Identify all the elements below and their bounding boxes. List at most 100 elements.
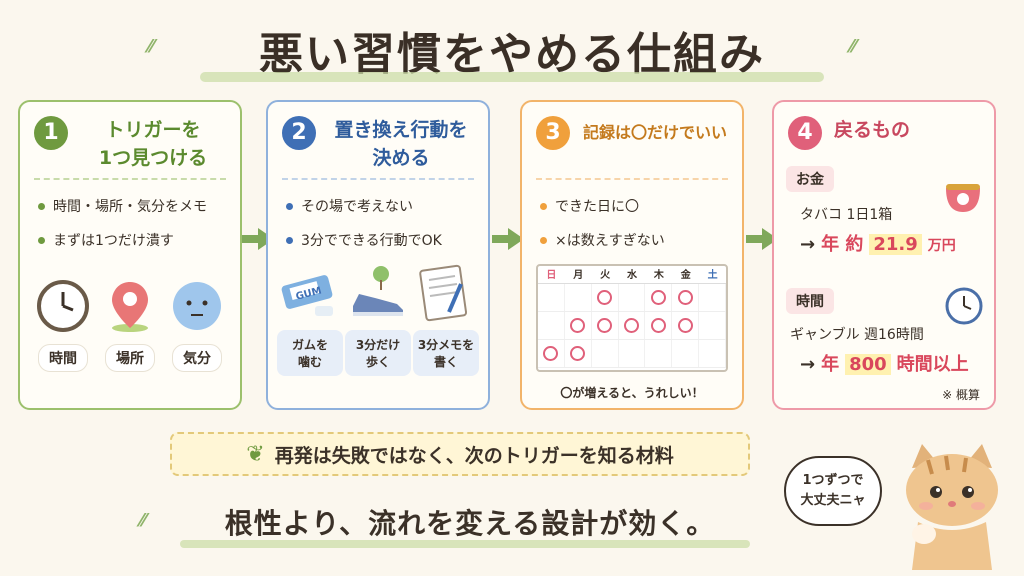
money-result-unit: 万円 <box>927 238 956 254</box>
time-label: 時間 <box>786 288 834 314</box>
calendar: 日 月 火 水 木 金 土 <box>536 264 728 372</box>
calendar-cell <box>538 312 565 339</box>
calendar-row <box>538 312 727 340</box>
money-label: お金 <box>786 166 834 192</box>
calendar-cell <box>672 340 700 367</box>
day-label: 水 <box>627 270 637 281</box>
action-label: 3分だけ 歩く <box>345 330 411 376</box>
sparkle-icon: ⁄⁄ <box>148 36 155 57</box>
bullet-item: まずは1つだけ潰す <box>38 230 230 250</box>
calendar-cell <box>538 340 565 367</box>
time-result-value: 800 <box>845 354 891 375</box>
done-circle-icon <box>597 318 613 333</box>
action-row: GUM ガムを 噛む 3分だけ 歩く 3分メモを 書く <box>277 262 479 376</box>
calendar-row <box>538 340 727 368</box>
sparkle-icon: ⁄⁄ <box>140 510 147 531</box>
card-replace: 2 置き換え行動を 決める その場で考えない 3分でできる行動でOK GUM ガ… <box>266 100 490 410</box>
step-number: 3 <box>536 116 570 150</box>
day-label: 月 <box>573 270 584 281</box>
icon-label: 気分 <box>172 344 222 372</box>
gum-icon: GUM <box>281 275 333 316</box>
divider <box>34 178 226 180</box>
calendar-cell <box>592 340 619 367</box>
done-circle-icon <box>650 318 666 333</box>
title-underline <box>200 72 824 82</box>
card-record: 3 記録は〇だけでいい できた日に〇 ×は数えすぎない 日 月 火 水 木 金 … <box>520 100 744 410</box>
bottom-message: 根性より、流れを変える設計が効く。 <box>224 507 716 540</box>
sneaker-icon <box>353 266 403 316</box>
sprout-icon: ❦ <box>246 441 265 467</box>
done-circle-icon <box>624 318 639 333</box>
clock-icon <box>945 287 983 325</box>
calendar-caption: 〇が増えると、うれしい！ <box>560 386 704 400</box>
money-result: → 年 約 21.9 万円 <box>800 230 956 256</box>
divider <box>536 178 728 180</box>
day-label: 土 <box>707 270 718 281</box>
cat-icon <box>906 444 998 570</box>
card-trigger: 1 トリガーを 1つ見つける 時間・場所・気分をメモ まずは1つだけ潰す 時間 … <box>18 100 242 410</box>
banner: ❦ 再発は失敗ではなく、次のトリガーを知る材料 <box>170 432 750 476</box>
time-result-prefix: 年 <box>821 354 840 375</box>
card-heading: 置き換え行動を 決める <box>334 119 468 169</box>
calendar-cell <box>699 312 727 339</box>
calendar-cell <box>565 340 592 367</box>
time-detail: ギャンブル 週16時間 <box>790 327 924 343</box>
bullet-item: ×は数えすぎない <box>540 230 732 250</box>
step-number: 1 <box>34 116 68 150</box>
coin-purse-icon <box>946 184 980 212</box>
bullet-item: できた日に〇 <box>540 196 732 216</box>
calendar-cell <box>619 340 646 367</box>
money-detail: タバコ 1日1箱 <box>800 207 893 223</box>
card-heading: 戻るもの <box>834 119 911 141</box>
calendar-cell <box>592 312 619 339</box>
calendar-cell <box>619 284 646 311</box>
done-circle-icon <box>677 318 693 333</box>
day-label: 日 <box>546 270 557 281</box>
divider <box>282 178 474 180</box>
day-label: 金 <box>680 270 691 281</box>
calendar-cell <box>645 284 673 311</box>
bullet-item: その場で考えない <box>286 196 478 216</box>
sparkle-icon: ⁄⁄ <box>850 36 857 57</box>
done-circle-icon <box>570 318 586 333</box>
calendar-cell <box>699 284 727 311</box>
calendar-cell <box>565 312 592 339</box>
calendar-header: 日 月 火 水 木 金 土 <box>538 266 726 284</box>
time-result: → 年 800 時間以上 <box>800 350 969 376</box>
calendar-cell <box>538 284 565 311</box>
icon-label: 時間 <box>38 344 88 372</box>
calendar-grid <box>538 284 727 368</box>
money-result-prefix: 年 約 <box>821 234 864 255</box>
calendar-row <box>538 284 727 312</box>
bullet-list: その場で考えない 3分でできる行動でOK <box>286 196 478 264</box>
icon-label: 場所 <box>105 344 155 372</box>
mood-face-icon <box>173 282 221 330</box>
calendar-cell <box>592 284 619 311</box>
day-label: 木 <box>653 270 664 281</box>
calendar-cell <box>645 340 673 367</box>
bottom-underline <box>180 540 750 548</box>
step-number: 4 <box>788 116 822 150</box>
bullet-list: できた日に〇 ×は数えすぎない <box>540 196 732 264</box>
done-circle-icon <box>570 346 586 361</box>
calendar-cell <box>672 284 700 311</box>
calendar-cell <box>645 312 673 339</box>
card-heading: 記録は〇だけでいい <box>582 123 727 142</box>
done-circle-icon <box>597 290 613 305</box>
done-circle-icon <box>650 290 666 305</box>
notepad-icon <box>419 264 468 322</box>
action-label: ガムを 噛む <box>277 330 343 376</box>
card-return: 4 戻るもの お金 タバコ 1日1箱 → 年 約 21.9 万円 時間 ギャンブ… <box>772 100 996 410</box>
speech-bubble: 1つずつで 大丈夫ニャ <box>784 456 882 526</box>
trigger-icons: 時間 場所 気分 <box>32 278 228 372</box>
bullet-item: 3分でできる行動でOK <box>286 230 478 250</box>
step-number: 2 <box>282 116 316 150</box>
day-label: 火 <box>600 270 611 281</box>
card-heading: トリガーを 1つ見つける <box>98 119 208 169</box>
calendar-cell <box>672 312 700 339</box>
action-label: 3分メモを 書く <box>413 330 479 376</box>
done-circle-icon <box>543 346 559 361</box>
calendar-cell <box>699 340 727 367</box>
calendar-cell <box>619 312 646 339</box>
bullet-item: 時間・場所・気分をメモ <box>38 196 230 216</box>
